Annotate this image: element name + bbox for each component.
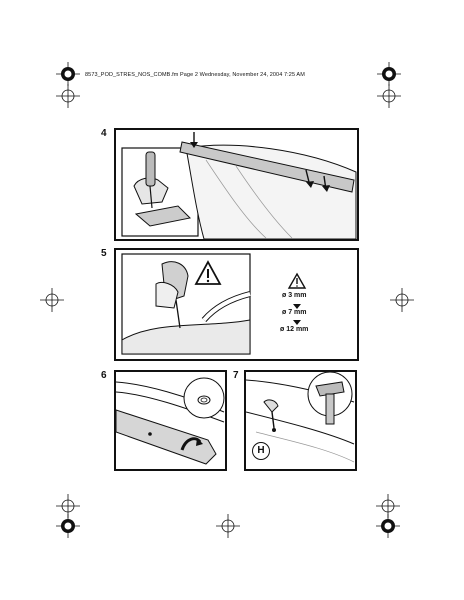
registration-mark-icon [56,84,80,108]
registration-mark-icon [377,84,401,108]
drill-size-12mm: ø 12 mm [280,326,309,333]
drill-size-3mm: ø 3 mm [282,292,307,299]
step-5-illustration: ø 3 mm ø 7 mm ø 12 mm [114,248,359,361]
registration-mark-icon [40,288,64,312]
step-6-illustration [114,370,227,471]
arrow-down-icon [322,175,330,192]
arrow-down-icon [293,320,301,325]
marker-h-badge: H [252,442,270,460]
registration-mark-icon [390,288,414,312]
warning-triangle-icon [287,272,307,289]
registration-mark-icon [56,62,80,86]
step-number-5: 5 [101,248,107,259]
page-header: 8573_POD_STRES_NOS_COMB.fm Page 2 Wednes… [85,72,305,78]
step-7-illustration: H [244,370,357,471]
step-number-4: 4 [101,128,107,139]
arrow-down-icon [305,169,314,188]
warning-triangle-icon [194,260,222,285]
registration-mark-icon [216,514,240,538]
step-4-illustration [114,128,359,241]
step-number-7: 7 [233,370,239,381]
registration-mark-icon [377,62,401,86]
arrow-down-icon [293,304,301,309]
arrow-down-icon [190,132,198,148]
registration-mark-icon [376,514,400,538]
drill-size-7mm: ø 7 mm [282,309,307,316]
registration-mark-icon [56,514,80,538]
step-number-6: 6 [101,370,107,381]
